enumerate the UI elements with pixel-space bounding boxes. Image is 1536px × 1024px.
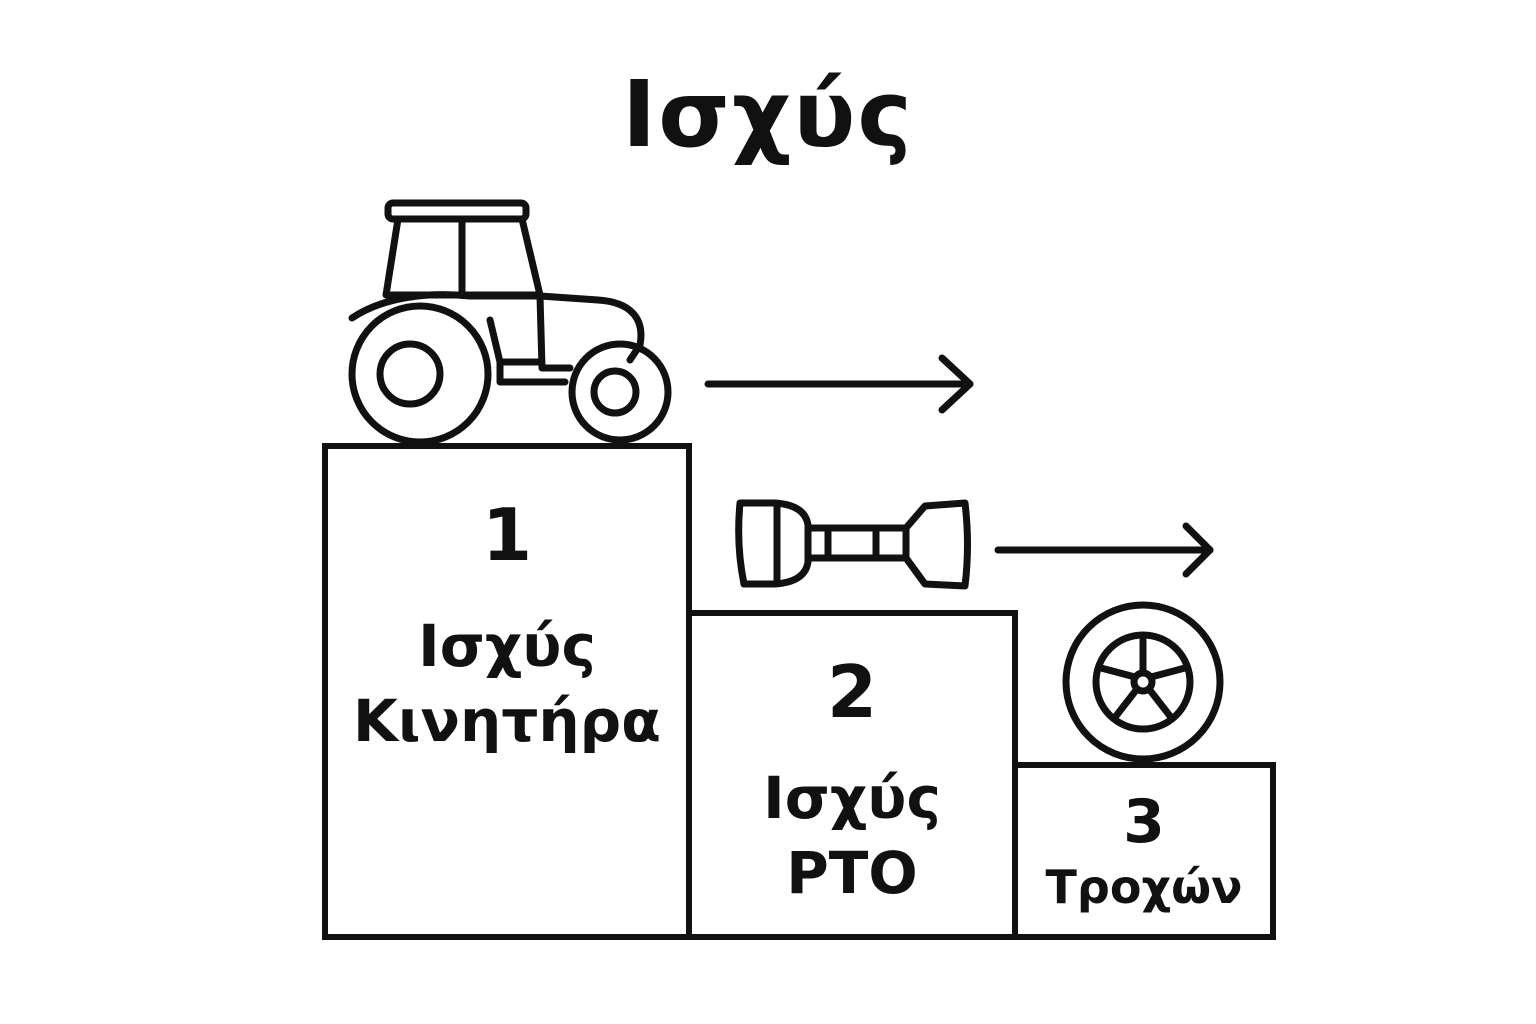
step-1-label: Ισχύς Κινητήρα xyxy=(328,609,686,760)
arrow-right-icon xyxy=(704,354,974,414)
diagram-title: Ισχύς xyxy=(622,61,914,168)
pto-shaft-icon xyxy=(735,499,971,590)
step-2-label-line2: PTO xyxy=(786,839,918,908)
step-2-box: 2 Ισχύς PTO xyxy=(686,610,1018,940)
step-2-number: 2 xyxy=(826,650,878,734)
arrow-right-icon-2 xyxy=(994,522,1214,578)
step-3-box: 3 Τροχών xyxy=(1012,762,1276,940)
step-1-number: 1 xyxy=(481,493,533,577)
step-1-label-line2: Κινητήρα xyxy=(352,687,661,756)
wheel-icon xyxy=(1062,601,1224,763)
step-2-label: Ισχύς PTO xyxy=(692,761,1012,912)
step-1-box: 1 Ισχύς Κινητήρα xyxy=(322,443,692,940)
step-3-number: 3 xyxy=(1123,787,1165,857)
step-3-label: Τροχών xyxy=(1045,860,1243,914)
step-2-label-line1: Ισχύς xyxy=(763,764,941,832)
step-1-label-line1: Ισχύς xyxy=(418,612,596,680)
tractor-icon xyxy=(348,199,672,446)
